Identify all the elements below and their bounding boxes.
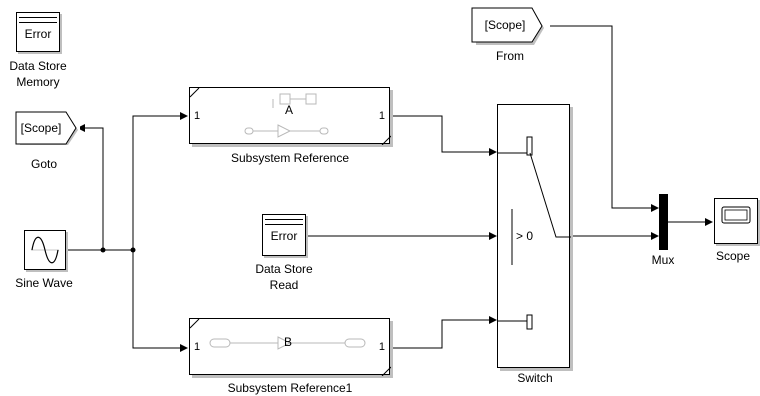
subsystem-preview	[190, 319, 391, 376]
sub2-output-port: 1	[378, 341, 385, 353]
data-store-memory-block[interactable]: Error	[16, 12, 60, 52]
scope-block[interactable]	[714, 198, 758, 244]
data-store-bar	[265, 219, 303, 225]
sub2-inner-label: B	[284, 335, 293, 349]
sine-wave-label: Sine Wave	[15, 276, 73, 290]
subsystem-reference1-block[interactable]: 1 1 B	[189, 318, 391, 376]
switch-icon	[498, 136, 571, 330]
dsr-text: Error	[270, 229, 298, 243]
switch-block[interactable]: > 0	[497, 104, 571, 368]
branch-point	[130, 247, 136, 253]
sine-icon	[31, 236, 59, 264]
mux-block[interactable]	[659, 194, 668, 250]
subsystem-reference1-label: Subsystem Reference1	[227, 381, 353, 395]
sine-wave-block[interactable]	[24, 230, 66, 270]
goto-label: Goto	[30, 157, 57, 171]
from-label: From	[496, 49, 524, 63]
goto-block[interactable]	[14, 110, 80, 150]
switch-label: Switch	[517, 371, 553, 385]
goto-line[interactable]	[77, 124, 104, 250]
sub1-input-line[interactable]	[132, 112, 188, 250]
sub1-output-port: 1	[378, 110, 385, 122]
subsystem-reference-label: Subsystem Reference	[230, 151, 350, 165]
from-block[interactable]	[470, 6, 550, 46]
scope-label: Scope	[715, 249, 751, 263]
subsystem-reference-block[interactable]: 1 1 A	[189, 87, 391, 145]
data-store-read-block[interactable]: Error	[262, 214, 306, 256]
data-store-bar	[19, 17, 57, 23]
from-output-line[interactable]	[544, 25, 659, 212]
scope-icon	[721, 206, 751, 224]
sub1-inner-label: A	[285, 103, 294, 117]
sub1-input-port: 1	[194, 110, 201, 122]
from-tag: [Scope]	[484, 18, 526, 32]
sub2-input-port: 1	[194, 341, 201, 353]
sub2-input-line[interactable]	[132, 250, 188, 352]
goto-tag: [Scope]	[20, 121, 62, 135]
switch-threshold: > 0	[516, 229, 534, 243]
dsm-text: Error	[24, 27, 52, 41]
subsystem-preview	[190, 88, 391, 145]
sub1-output-line[interactable]	[390, 115, 497, 156]
mux-label: Mux	[651, 253, 675, 267]
sub2-output-line[interactable]	[390, 316, 497, 349]
branch-point	[100, 247, 106, 253]
